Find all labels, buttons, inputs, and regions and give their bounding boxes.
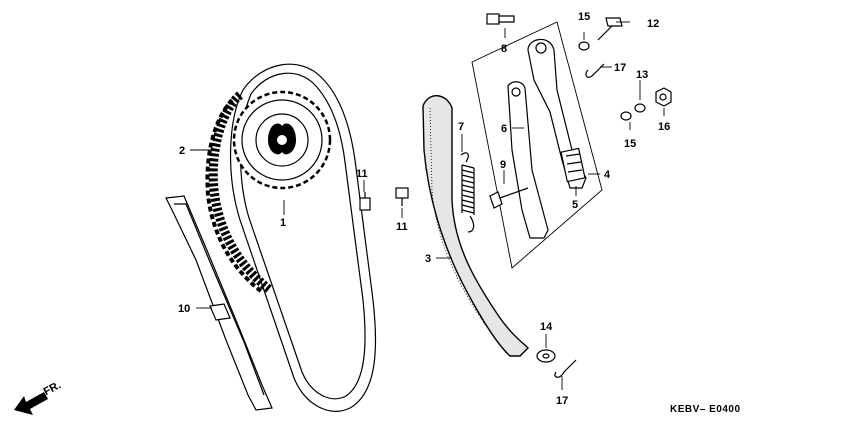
callout-14: 14 (540, 321, 553, 333)
tensioner-slipper (422, 95, 529, 357)
callout-12: 12 (647, 18, 659, 30)
callout-11b: 11 (396, 221, 408, 233)
callout-9: 9 (500, 159, 506, 171)
callout-7: 7 (458, 121, 464, 133)
plain-washer (634, 103, 646, 113)
stopper-plate (507, 81, 549, 239)
callout-5: 5 (572, 199, 578, 211)
guide-bolt-b (395, 187, 409, 206)
chain-links (205, 91, 273, 294)
front-label: FR. (42, 379, 63, 398)
cotter-pin-lower (554, 359, 577, 378)
tensioner-arm (527, 38, 587, 189)
cotter-pin-upper (585, 63, 605, 78)
callout-16: 16 (658, 121, 670, 133)
leader-lines (190, 21, 665, 390)
callout-17b: 17 (556, 395, 568, 407)
callout-17a: 17 (614, 62, 626, 74)
callout-11a: 11 (356, 168, 368, 180)
callout-2: 2 (179, 145, 185, 157)
cam-sprocket (232, 90, 332, 190)
flange-bolt (597, 17, 623, 41)
thrust-washer (536, 349, 556, 363)
cam-chain-guide (165, 195, 273, 411)
washer-upper (578, 41, 590, 51)
cam-chain (230, 63, 377, 412)
tensioner-spring (460, 152, 475, 233)
pivot-bolt (486, 13, 515, 25)
callout-1: 1 (280, 217, 286, 229)
diagram-code: KEBV– E0400 (670, 404, 741, 415)
callout-8: 8 (501, 43, 507, 55)
callout-15b: 15 (624, 138, 636, 150)
callout-6: 6 (501, 123, 507, 135)
callout-15a: 15 (578, 11, 590, 23)
callout-10: 10 (178, 303, 190, 315)
hex-nut (655, 87, 672, 107)
pivot-screw (489, 187, 529, 209)
callout-3: 3 (425, 253, 431, 265)
front-arrow-icon (14, 392, 48, 415)
callout-4: 4 (604, 169, 611, 181)
guide-bolt-a (359, 192, 371, 211)
washer-lower (620, 111, 632, 121)
callout-13: 13 (636, 69, 648, 81)
